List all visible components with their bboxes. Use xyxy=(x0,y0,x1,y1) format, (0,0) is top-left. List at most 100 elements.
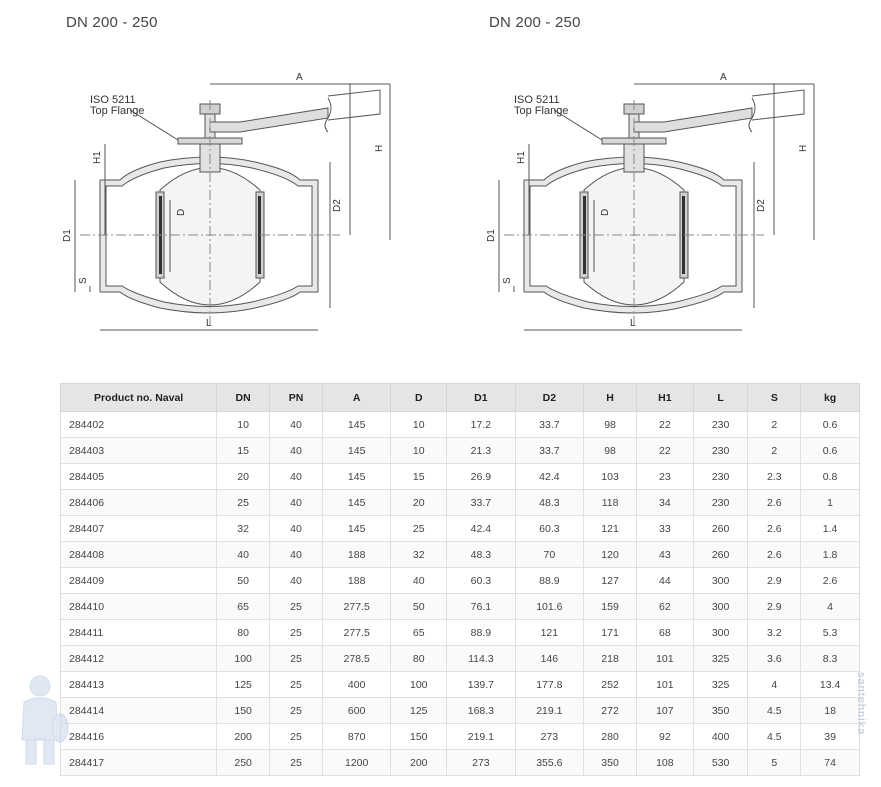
watermark-text: santehnika xyxy=(855,672,867,736)
table-cell: 3.6 xyxy=(747,645,802,672)
dim-D: D xyxy=(600,209,611,216)
table-cell: 252 xyxy=(583,671,638,698)
table-cell: 2.6 xyxy=(747,489,802,516)
table-cell: 300 xyxy=(692,593,749,620)
table-cell: 177.8 xyxy=(514,671,585,698)
table-cell: 2.3 xyxy=(747,463,802,490)
table-cell: 20 xyxy=(390,489,448,516)
diagram-title-left: DN 200 - 250 xyxy=(66,14,158,31)
table-cell: 114.3 xyxy=(446,645,516,672)
table-cell: 74 xyxy=(800,749,860,776)
table-cell: 80 xyxy=(390,645,448,672)
table-cell: 50 xyxy=(216,567,271,594)
table-cell: 17.2 xyxy=(446,411,516,438)
table-cell: 25 xyxy=(390,515,448,542)
table-cell: 0.8 xyxy=(800,463,860,490)
table-cell: 273 xyxy=(446,749,516,776)
column-header: D xyxy=(390,383,448,412)
specification-table: Product no. Naval DN PN A D D1 D2 H H1 L… xyxy=(59,383,860,776)
table-cell: 42.4 xyxy=(514,463,585,490)
dim-S: S xyxy=(78,277,89,284)
table-cell: 40 xyxy=(269,411,323,438)
table-cell: 65 xyxy=(216,593,271,620)
table-cell: 4 xyxy=(800,593,860,620)
product-number-cell: 284406 xyxy=(59,489,218,516)
table-cell: 40 xyxy=(269,567,323,594)
table-cell: 125 xyxy=(216,671,271,698)
table-cell: 15 xyxy=(216,437,271,464)
table-cell: 272 xyxy=(583,697,638,724)
product-number-cell: 284408 xyxy=(59,541,218,568)
table-cell: 355.6 xyxy=(514,749,585,776)
table-cell: 40 xyxy=(216,541,271,568)
table-cell: 870 xyxy=(321,723,392,750)
product-number-cell: 284412 xyxy=(59,645,218,672)
column-header: H xyxy=(583,383,638,412)
table-cell: 325 xyxy=(692,645,749,672)
column-header: A xyxy=(321,383,392,412)
product-number-cell: 284402 xyxy=(59,411,218,438)
table-cell: 171 xyxy=(583,619,638,646)
table-cell: 8.3 xyxy=(800,645,860,672)
dim-D2: D2 xyxy=(332,199,343,212)
table-cell: 43 xyxy=(636,541,694,568)
table-cell: 219.1 xyxy=(514,697,585,724)
table-cell: 260 xyxy=(692,515,749,542)
table-cell: 300 xyxy=(692,619,749,646)
table-cell: 300 xyxy=(692,567,749,594)
table-cell: 2 xyxy=(747,437,802,464)
table-cell: 2.6 xyxy=(747,541,802,568)
ball-valve-drawing-right: ISO 5211 Top Flange A H H1 D D1 D2 S L xyxy=(484,60,844,355)
column-header: H1 xyxy=(636,383,694,412)
table-cell: 101 xyxy=(636,671,694,698)
table-cell: 188 xyxy=(321,567,392,594)
table-cell: 218 xyxy=(583,645,638,672)
table-cell: 40 xyxy=(269,463,323,490)
table-cell: 1 xyxy=(800,489,860,516)
table-cell: 22 xyxy=(636,437,694,464)
table-cell: 145 xyxy=(321,515,392,542)
table-cell: 33.7 xyxy=(446,489,516,516)
table-cell: 101 xyxy=(636,645,694,672)
table-cell: 125 xyxy=(390,697,448,724)
table-cell: 92 xyxy=(636,723,694,750)
valve-cross-section-left: ISO 5211 Top Flange A H H1 D D1 D2 S L xyxy=(62,72,391,331)
table-cell: 530 xyxy=(692,749,749,776)
dim-L: L xyxy=(630,318,636,329)
table-cell: 22 xyxy=(636,411,694,438)
table-cell: 10 xyxy=(216,411,271,438)
table-cell: 65 xyxy=(390,619,448,646)
table-cell: 145 xyxy=(321,463,392,490)
table-cell: 88.9 xyxy=(446,619,516,646)
table-cell: 273 xyxy=(514,723,585,750)
table-cell: 33 xyxy=(636,515,694,542)
table-cell: 145 xyxy=(321,489,392,516)
dim-D: D xyxy=(176,209,187,216)
table-cell: 4 xyxy=(747,671,802,698)
table-cell: 230 xyxy=(692,437,749,464)
table-cell: 10 xyxy=(390,437,448,464)
product-number-cell: 284403 xyxy=(59,437,218,464)
table-cell: 76.1 xyxy=(446,593,516,620)
dim-H: H xyxy=(374,145,385,152)
table-cell: 4.5 xyxy=(747,697,802,724)
table-cell: 13.4 xyxy=(800,671,860,698)
flange-label-line1: ISO 5211 xyxy=(514,94,560,106)
table-cell: 150 xyxy=(390,723,448,750)
table-cell: 25 xyxy=(269,671,323,698)
valve-cross-section-right: ISO 5211 Top Flange A H H1 D D1 D2 S L xyxy=(486,72,815,331)
table-cell: 48.3 xyxy=(446,541,516,568)
column-header: D1 xyxy=(446,383,516,412)
column-header: L xyxy=(692,383,749,412)
dim-A: A xyxy=(296,72,303,83)
table-cell: 10 xyxy=(390,411,448,438)
table-cell: 120 xyxy=(583,541,638,568)
table-cell: 60.3 xyxy=(446,567,516,594)
dim-S: S xyxy=(502,277,513,284)
